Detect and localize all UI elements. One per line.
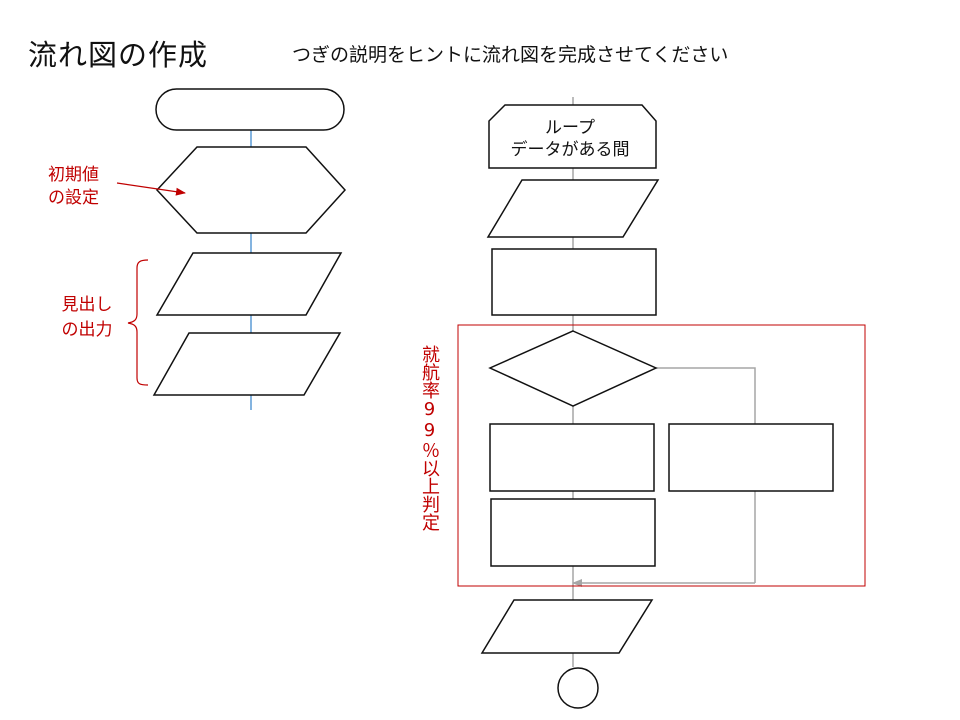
judgement-annotation: 就航率99％以上判定 <box>419 345 440 531</box>
end-connector-circle <box>557 667 599 709</box>
loop-label-line-2: データがある間 <box>510 140 630 160</box>
loop-start-shape <box>488 104 657 169</box>
header-output-line-2: の出力 <box>61 320 113 340</box>
right-process-box-1 <box>491 248 657 316</box>
judgement-region-box <box>457 324 866 587</box>
output-parallelogram <box>480 599 654 654</box>
header-output-bracket <box>127 259 149 386</box>
left-header-io-parallelogram-2 <box>152 332 342 396</box>
left-header-io-parallelogram-1 <box>155 252 343 316</box>
yes-process-box-2 <box>490 498 656 567</box>
page-title: 流れ図の作成 <box>28 38 209 72</box>
initial-setting-annotation: 初期値 の設定 <box>48 164 99 210</box>
left-terminal-start <box>155 88 345 131</box>
yes-process-box-1 <box>489 423 655 492</box>
loop-label: ループ データがある間 <box>490 117 650 161</box>
initial-setting-line-2: の設定 <box>48 188 99 208</box>
no-process-box <box>668 423 834 492</box>
initial-setting-line-1: 初期値 <box>48 165 99 185</box>
initial-setting-arrow <box>116 182 186 196</box>
page-subtitle: つぎの説明をヒントに流れ図を完成させてください <box>292 44 729 66</box>
right-input-parallelogram <box>486 179 660 238</box>
loop-label-line-1: ループ <box>545 118 595 138</box>
header-output-annotation: 見出し の出力 <box>52 293 122 343</box>
judgement-diamond <box>488 330 658 407</box>
left-initialization-hexagon <box>155 146 347 234</box>
header-output-line-1: 見出し <box>61 295 113 315</box>
